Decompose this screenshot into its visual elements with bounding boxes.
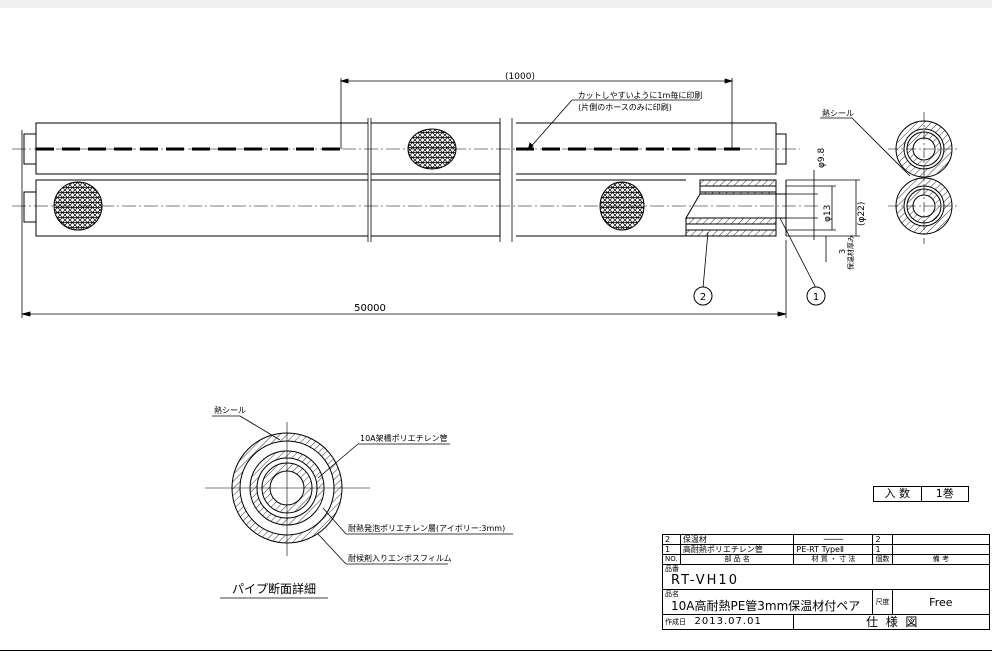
row-note [891, 544, 991, 555]
title-block-header: NO. 部 品 名 材 質 ・ 寸 法 個数 備 考 [662, 554, 991, 565]
dim-9-8: φ9.8 [817, 147, 827, 168]
scale-label: 尺度 [872, 589, 893, 615]
row-no: 2 [662, 534, 681, 545]
dimension-1000 [339, 78, 734, 149]
balloon-2 [693, 286, 713, 306]
diameter-dimensions [786, 170, 860, 262]
section-film-label: 耐候剤入りエンボスフィルム [348, 553, 452, 563]
row-name: 高耐熱ポリエチレン管 [679, 544, 795, 555]
row-no: 1 [662, 544, 681, 555]
mesh-symbol-upper [407, 128, 457, 170]
balloon-2-label: 2 [700, 292, 706, 303]
quantity-box: 入 数 1巻 [873, 486, 969, 502]
header-name: 部 品 名 [679, 554, 795, 565]
header-note: 備 考 [891, 554, 991, 565]
quantity-value: 1巻 [935, 487, 954, 500]
row-note [891, 534, 991, 545]
date-row: 作成日 2013.07.01 仕 様 図 [661, 614, 990, 630]
row-material: PE-RT TypeⅡ [793, 544, 874, 555]
part-number: RT-VH10 [671, 573, 739, 588]
insulation-thickness-label: 保温材厚み [846, 235, 855, 270]
dim-1000-label: (1000) [505, 72, 535, 82]
quantity-label: 入 数 [874, 487, 922, 501]
balloon-1 [806, 286, 826, 306]
header-material: 材 質 ・ 寸 法 [793, 554, 874, 565]
part-no-label: 品番 [665, 565, 679, 574]
dimension-50000 [21, 130, 787, 318]
date-label: 作成日 [665, 618, 686, 626]
lower-hose [23, 179, 686, 237]
doc-type: 仕 様 図 [793, 614, 990, 630]
row-name: 保温材 [679, 534, 795, 545]
part-name-row: 品名 10A高耐熱PE管3mm保温材付ペア 尺度 Free [661, 589, 991, 615]
section-foam-label: 耐熱発泡ポリエチレン層(アイボリー:3mm) [348, 523, 505, 533]
row-qty: 1 [872, 544, 893, 555]
part-number-row: 品番 RT-VH10 [662, 564, 990, 590]
break-lines [367, 118, 513, 242]
print-note-leader [527, 99, 700, 152]
part-name-label: 品名 [665, 590, 679, 599]
date-value: 2013.07.01 [694, 616, 762, 627]
title-block-row-2: 2 保温材 ──── 2 [662, 534, 991, 545]
section-heat-seal: 熱シール [214, 405, 246, 415]
mesh-symbol-lower-right [599, 181, 645, 231]
balloon-leaders [702, 217, 817, 289]
cross-section-detail [205, 422, 370, 556]
header-no: NO. [662, 554, 681, 565]
title-block: 2 保温材 ──── 2 1 高耐熱ポリエチレン管 PE-RT TypeⅡ 1 … [661, 534, 991, 630]
row-material: ──── [793, 534, 874, 545]
scale-value: Free [891, 589, 991, 615]
header-qty: 個数 [872, 554, 893, 565]
part-name: 10A高耐熱PE管3mm保温材付ペア [671, 599, 861, 613]
dim-13: φ13 [823, 205, 833, 222]
balloon-1-label: 1 [813, 292, 819, 303]
section-title: パイプ断面詳細 [232, 581, 316, 596]
end-view [820, 112, 960, 244]
dim-22: (φ22) [857, 202, 867, 226]
section-pipe-label: 10A架橋ポリエチレン管 [360, 433, 448, 443]
print-note-1: カットしやすいように1m毎に印刷 [578, 90, 703, 100]
end-view-heat-seal: 熱シール [822, 108, 854, 118]
dim-3: 3 [838, 249, 847, 254]
mesh-symbol-lower-left [53, 181, 103, 231]
dim-50000-label: 50000 [354, 303, 386, 314]
upper-hose [23, 122, 787, 175]
cutaway-section [685, 179, 787, 237]
print-note-2: (片側のホースのみに印刷) [578, 102, 672, 112]
row-qty: 2 [872, 534, 893, 545]
title-block-row-1: 1 高耐熱ポリエチレン管 PE-RT TypeⅡ 1 [662, 544, 991, 555]
sheet-bottom-line [0, 650, 992, 651]
section-leaders [212, 415, 513, 565]
top-bar [0, 0, 992, 8]
